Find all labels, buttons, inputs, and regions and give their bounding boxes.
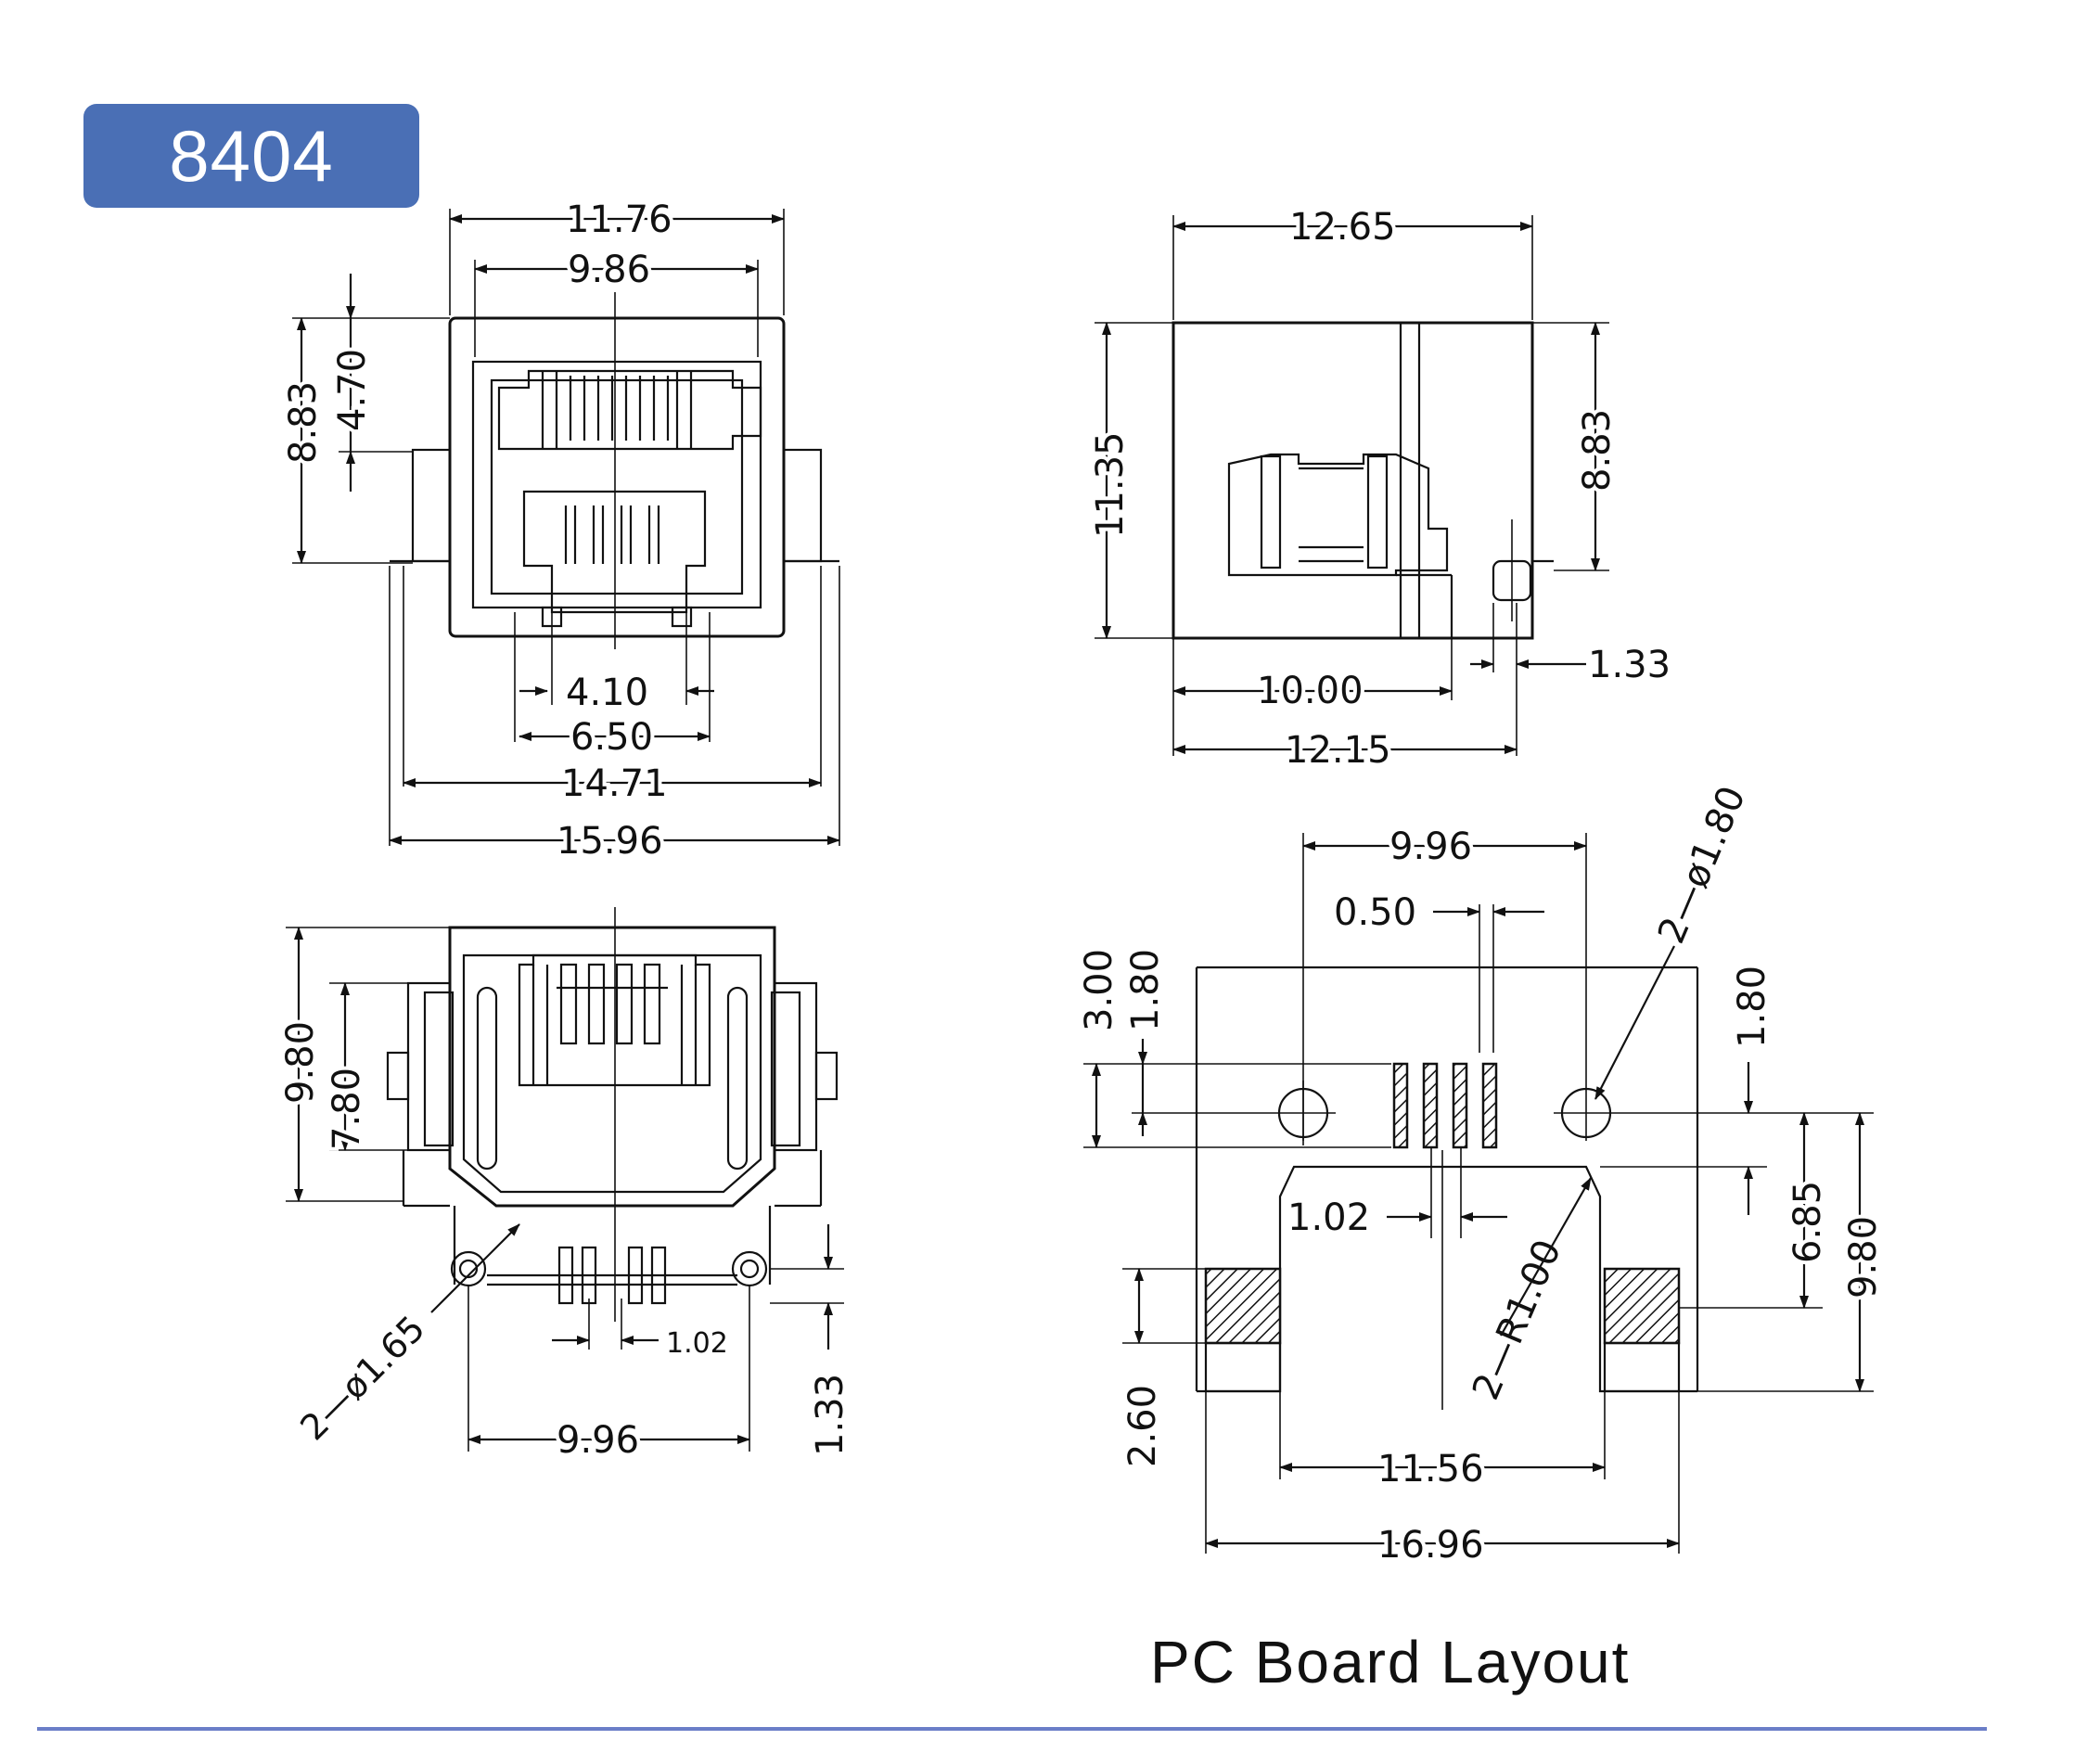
- dim-front-height-total: 8.83: [282, 381, 325, 464]
- dim-front-width-1596: 15.96: [557, 820, 663, 863]
- dim-bottom-post: 1.33: [809, 1374, 852, 1456]
- dim-side-width-top: 12.65: [1289, 206, 1396, 249]
- dim-pcb-span-top: 9.96: [1389, 825, 1472, 868]
- dim-front-width-650: 6.50: [570, 716, 653, 759]
- dim-bottom-height-inner: 7.80: [326, 1068, 368, 1150]
- dim-front-width-inner: 9.86: [568, 249, 650, 291]
- side-view: 12.65 11.35 8.83 1.33 10.00 12.15: [1085, 202, 1671, 775]
- dim-pcb-685: 6.85: [1786, 1181, 1829, 1263]
- dim-pcb-hole: 2—ø1.80: [1650, 780, 1754, 950]
- dim-pcb-260: 2.60: [1121, 1385, 1164, 1467]
- dim-side-post: 1.33: [1588, 644, 1671, 686]
- dim-pcb-radius: 2—R1.00: [1465, 1234, 1570, 1406]
- dim-bottom-hole: 2—ø1.65: [292, 1308, 432, 1448]
- pcb-layout-caption: PC Board Layout: [1150, 1629, 1631, 1695]
- dim-pcb-1696: 16.96: [1377, 1524, 1484, 1567]
- dim-pcb-pitch: 1.02: [1287, 1196, 1370, 1239]
- dim-pcb-300: 3.00: [1078, 949, 1120, 1031]
- dim-front-height-upper: 4.70: [331, 349, 374, 431]
- dim-side-width-body: 10.00: [1257, 670, 1364, 712]
- dim-bottom-span: 9.96: [557, 1419, 639, 1462]
- dim-front-width-outer: 11.76: [566, 198, 672, 241]
- dim-side-height-left: 11.35: [1089, 431, 1132, 538]
- dim-side-height-right: 8.83: [1576, 409, 1619, 492]
- dim-pcb-1156: 11.56: [1377, 1448, 1484, 1491]
- dim-pcb-180-right: 1.80: [1731, 966, 1773, 1048]
- dim-pcb-pad-width: 0.50: [1334, 891, 1416, 934]
- dim-bottom-pitch: 1.02: [666, 1327, 728, 1360]
- dim-front-width-1471: 14.71: [561, 762, 668, 805]
- dim-bottom-height-outer: 9.80: [279, 1021, 322, 1104]
- bottom-divider: [37, 1727, 1987, 1731]
- part-number-badge: 8404: [83, 104, 419, 208]
- dim-side-width-base: 12.15: [1285, 729, 1391, 772]
- front-view: 11.76 9.86 8.83 4.70 4.10 6.50 14.71 15.…: [278, 195, 840, 866]
- pcb-layout-view: 9.96 0.50 3.00 1.80 2—ø1.80 1.80 1.02 2—…: [1078, 780, 1889, 1570]
- bottom-view: 9.80 7.80 2—ø1.65 1.02 1.33 9.96: [275, 907, 852, 1465]
- dim-front-width-410: 4.10: [566, 672, 648, 714]
- dim-pcb-180-left: 1.80: [1124, 949, 1167, 1031]
- dim-pcb-980: 9.80: [1842, 1216, 1885, 1299]
